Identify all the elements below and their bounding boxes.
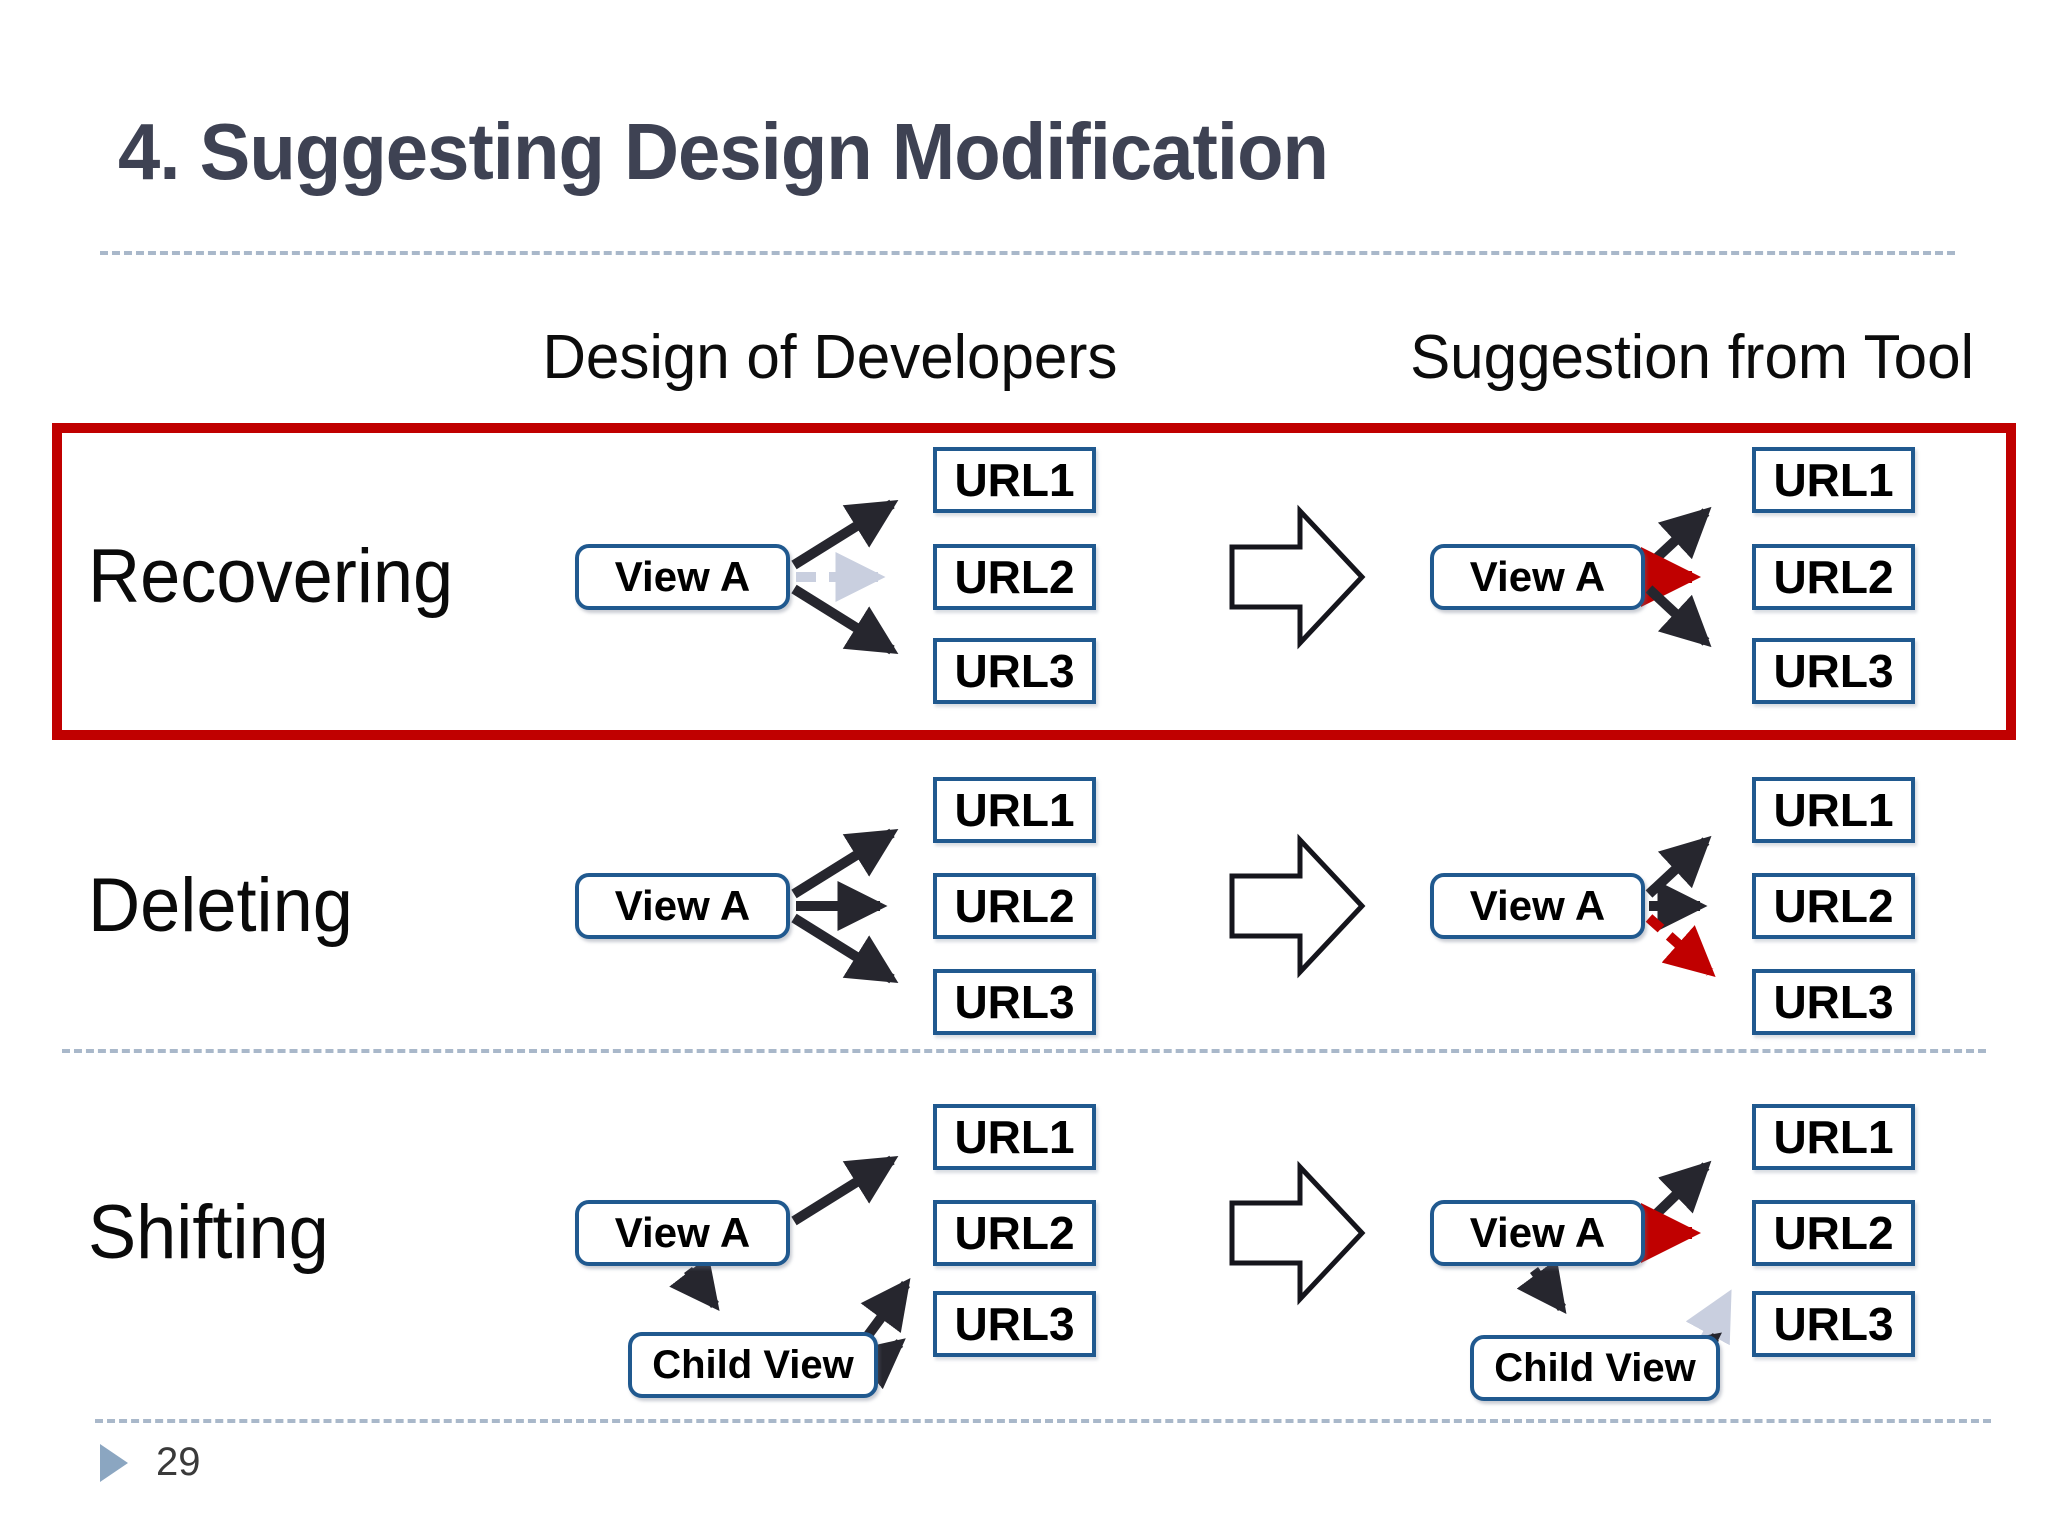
viewa-node-recovering-left: View A bbox=[575, 544, 790, 610]
url1-node-recovering-left: URL1 bbox=[933, 447, 1096, 513]
highlight-frame-recovering bbox=[52, 423, 2016, 740]
url2-node-shifting-right: URL2 bbox=[1752, 1200, 1915, 1266]
url1-node-deleting-left: URL1 bbox=[933, 777, 1096, 843]
url2-node-deleting-left: URL2 bbox=[933, 873, 1096, 939]
edge-r1l-viewa-url3 bbox=[791, 584, 899, 655]
url1-node-shifting-left: URL1 bbox=[933, 1104, 1096, 1170]
row-label-deleting: Deleting bbox=[88, 863, 353, 948]
play-triangle-icon bbox=[100, 1444, 128, 1482]
edge-r2r-viewa-url1 bbox=[1645, 835, 1712, 898]
edge-r3l-viewa-url1 bbox=[791, 1155, 899, 1226]
edge-r3l-childview-url2 bbox=[860, 1277, 911, 1341]
url3-node-recovering-right: URL3 bbox=[1752, 638, 1915, 704]
viewa-node-deleting-right: View A bbox=[1430, 873, 1645, 939]
row-label-recovering: Recovering bbox=[88, 534, 454, 619]
url3-node-shifting-right: URL3 bbox=[1752, 1291, 1915, 1357]
url3-node-deleting-right: URL3 bbox=[1752, 969, 1915, 1035]
edge-r1r-viewa-url3 bbox=[1645, 585, 1712, 648]
url3-node-shifting-left: URL3 bbox=[933, 1291, 1096, 1357]
transform-arrow-icon-row1 bbox=[1229, 504, 1366, 650]
edge-r2l-viewa-url3 bbox=[791, 913, 899, 984]
edge-r3l-childview-url3 bbox=[851, 1338, 906, 1390]
edge-r2r-viewa-url3-red-dashed bbox=[1645, 914, 1716, 977]
childview-node-shifting-right: Child View bbox=[1470, 1335, 1720, 1401]
edge-r2l-viewa-url1 bbox=[791, 828, 899, 899]
footer-separator bbox=[95, 1419, 1991, 1423]
viewa-node-shifting-right: View A bbox=[1430, 1200, 1645, 1266]
transform-arrow-icon-row2 bbox=[1229, 833, 1366, 979]
edge-r1l-viewa-url1 bbox=[791, 499, 899, 570]
viewa-node-shifting-left: View A bbox=[575, 1200, 790, 1266]
page-title: 4. Suggesting Design Modification bbox=[118, 107, 1329, 196]
edge-r3l-viewa-childview bbox=[669, 1256, 720, 1311]
url3-node-deleting-left: URL3 bbox=[933, 969, 1096, 1035]
title-separator bbox=[100, 251, 1955, 255]
row-label-shifting: Shifting bbox=[88, 1190, 329, 1275]
url2-node-deleting-right: URL2 bbox=[1752, 873, 1915, 939]
url1-node-shifting-right: URL1 bbox=[1752, 1104, 1915, 1170]
url2-node-recovering-left: URL2 bbox=[933, 544, 1096, 610]
edge-r3r-viewa-childview bbox=[1516, 1258, 1567, 1315]
row-separator-mid bbox=[62, 1049, 1986, 1053]
viewa-node-recovering-right: View A bbox=[1430, 544, 1645, 610]
column-header-design: Design of Developers bbox=[542, 323, 1118, 392]
url1-node-recovering-right: URL1 bbox=[1752, 447, 1915, 513]
url2-node-recovering-right: URL2 bbox=[1752, 544, 1915, 610]
url2-node-shifting-left: URL2 bbox=[933, 1200, 1096, 1266]
page-number: 29 bbox=[156, 1440, 201, 1484]
viewa-node-deleting-left: View A bbox=[575, 873, 790, 939]
column-header-suggestion: Suggestion from Tool bbox=[1410, 323, 1974, 392]
transform-arrow-icon-row3 bbox=[1229, 1160, 1366, 1306]
edge-r3r-viewa-url1 bbox=[1645, 1160, 1712, 1225]
childview-node-shifting-left: Child View bbox=[628, 1332, 878, 1398]
url1-node-deleting-right: URL1 bbox=[1752, 777, 1915, 843]
url3-node-recovering-left: URL3 bbox=[933, 638, 1096, 704]
